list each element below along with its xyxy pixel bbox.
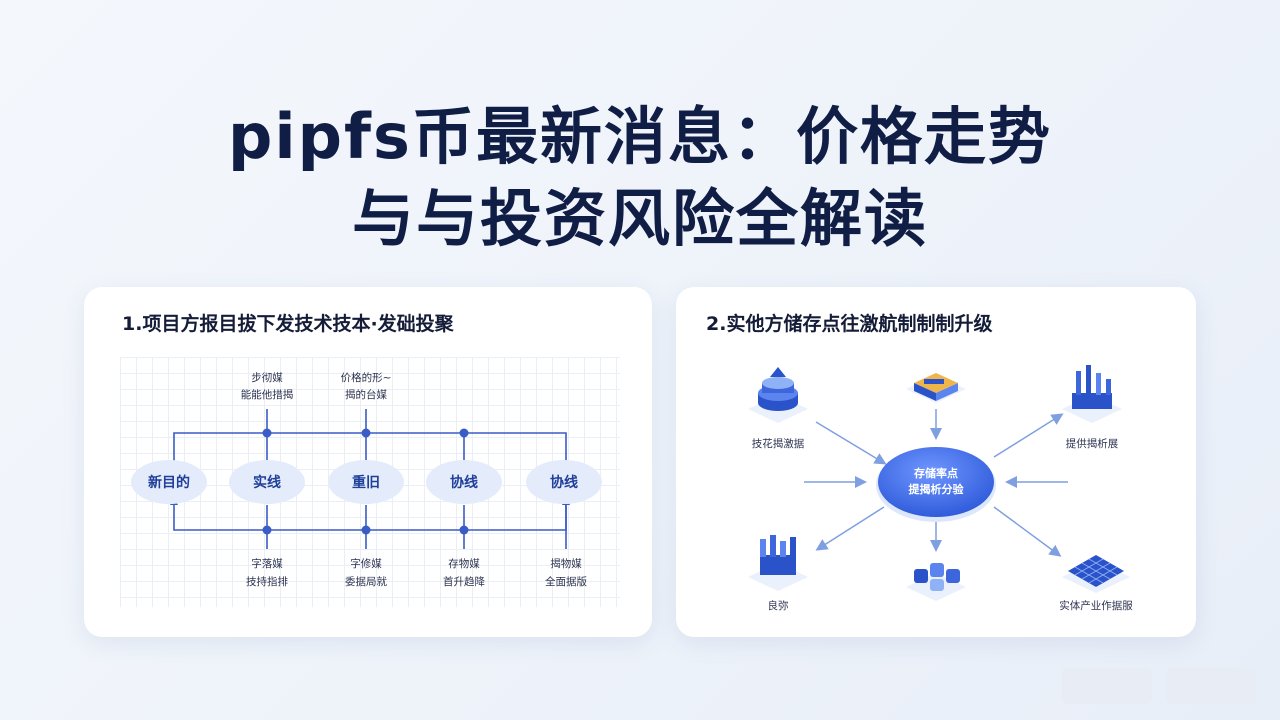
node-1-label: 技花揭激据 bbox=[752, 437, 805, 450]
junction-dots bbox=[262, 428, 469, 535]
grid-line bbox=[1074, 558, 1104, 576]
node-label: 协线 bbox=[450, 474, 478, 491]
node-label: 新目的 bbox=[148, 474, 190, 491]
icon-cube bbox=[930, 563, 944, 577]
faded-placeholder bbox=[1166, 668, 1256, 704]
node-shape bbox=[328, 460, 404, 504]
node-device-icon bbox=[906, 373, 966, 403]
icon-cube bbox=[946, 569, 960, 583]
node-label: 重旧 bbox=[352, 474, 380, 491]
icon-side bbox=[936, 383, 958, 401]
junction-dot bbox=[361, 525, 371, 535]
faded-placeholder bbox=[1062, 668, 1152, 704]
junction-dot bbox=[361, 428, 371, 438]
node-shape bbox=[229, 460, 305, 504]
icon-building bbox=[1072, 393, 1112, 409]
bottom-label-2-line-1: 字修媒 bbox=[350, 557, 382, 570]
junction-dot bbox=[459, 525, 469, 535]
top-label-1-line-2: 能能他措揭 bbox=[241, 388, 294, 401]
icon-side bbox=[914, 383, 936, 401]
title-line-1: pipfs币最新消息：价格走势 bbox=[228, 100, 1052, 173]
node-label: 实线 bbox=[253, 474, 281, 491]
flow-node-4: 协线 bbox=[426, 460, 502, 504]
bottom-label-3-line-1: 存物媒 bbox=[448, 557, 480, 570]
icon-top bbox=[770, 367, 786, 377]
icon-cylinder bbox=[760, 539, 766, 557]
flow-node-2: 实线 bbox=[229, 460, 305, 504]
icon-cylinder bbox=[790, 537, 796, 557]
icon-cylinder bbox=[770, 535, 776, 557]
arrow bbox=[815, 506, 885, 551]
junction-dot bbox=[262, 428, 272, 438]
node-factory-icon bbox=[1062, 365, 1122, 423]
icon-cylinder bbox=[780, 541, 786, 557]
bottom-label-3-line-2: 首升趋降 bbox=[443, 575, 485, 588]
right-panel: 2.实他方储存点往激航制制制升级 存储率点 提 bbox=[676, 287, 1196, 637]
icon-chimney bbox=[1076, 371, 1081, 395]
node-6-label: 实体产业作据服 bbox=[1059, 599, 1133, 612]
right-panel-heading: 2.实他方储存点往激航制制制升级 bbox=[706, 313, 993, 335]
top-label-1-line-1: 步彻媒 bbox=[251, 371, 283, 384]
junction-dot bbox=[262, 525, 272, 535]
hub-label-line-2: 提揭析分验 bbox=[909, 482, 965, 496]
node-shape bbox=[131, 460, 207, 504]
icon-chimney bbox=[1096, 373, 1101, 395]
bottom-label-1-line-2: 技持指排 bbox=[246, 575, 288, 588]
hub-arrows bbox=[804, 409, 1068, 557]
node-server-icon bbox=[748, 535, 808, 591]
icon-cube bbox=[914, 569, 928, 583]
node-4-label: 良弥 bbox=[768, 599, 789, 612]
node-shape bbox=[426, 460, 502, 504]
node-solar-grid-icon bbox=[1062, 555, 1130, 593]
icon-layer bbox=[762, 377, 794, 389]
hub-shape bbox=[878, 447, 994, 517]
icon-cube bbox=[930, 579, 944, 591]
node-stacked-disk-icon bbox=[748, 367, 808, 423]
bottom-label-1-line-1: 字落媒 bbox=[251, 557, 283, 570]
arrow bbox=[815, 421, 887, 465]
page-title: pipfs币最新消息：价格走势 与与投资风险全解读 bbox=[0, 96, 1280, 260]
node-cubes-icon bbox=[906, 563, 966, 601]
flow-node-1: 新目的 bbox=[131, 460, 207, 504]
flow-node-5: 协线 bbox=[526, 460, 602, 504]
arrow bbox=[993, 413, 1064, 458]
icon-grid-lines bbox=[1074, 558, 1118, 584]
junction-dot bbox=[459, 428, 469, 438]
hub-node: 存储率点 提揭析分验 bbox=[876, 447, 996, 522]
icon-screen bbox=[924, 379, 944, 384]
icon-block bbox=[760, 555, 796, 575]
top-label-2-line-2: 揭的台媒 bbox=[345, 388, 387, 401]
node-shape bbox=[526, 460, 602, 504]
node-label: 协线 bbox=[550, 474, 578, 491]
left-panel: 1.项目方报目拔下发技术技本·发础投聚 bbox=[84, 287, 652, 637]
bottom-label-2-line-2: 委据局就 bbox=[345, 575, 387, 588]
grid-line bbox=[1088, 566, 1118, 584]
grid-line bbox=[1081, 562, 1111, 580]
hub-label-line-1: 存储率点 bbox=[914, 466, 958, 480]
flow-diagram: 新目的 实线 重旧 协线 协线 步彻媒 能能他措揭 价格的形~ 揭的台媒 字落媒… bbox=[131, 371, 602, 588]
node-3-label: 提供揭析展 bbox=[1066, 437, 1119, 450]
bottom-rail bbox=[173, 505, 567, 531]
title-line-2: 与与投资风险全解读 bbox=[351, 182, 928, 255]
arrow bbox=[993, 506, 1062, 557]
bottom-label-4-line-2: 全面据版 bbox=[545, 575, 587, 588]
hub-diagram: 存储率点 提揭析分验 技花揭激据 bbox=[748, 365, 1133, 612]
top-label-2-line-1: 价格的形~ bbox=[341, 371, 392, 384]
left-panel-heading: 1.项目方报目拔下发技术技本·发础投聚 bbox=[122, 313, 454, 335]
flow-node-3: 重旧 bbox=[328, 460, 404, 504]
icon-chimney bbox=[1086, 365, 1091, 395]
icon-chimney bbox=[1106, 379, 1111, 395]
bottom-label-4-line-1: 揭物媒 bbox=[550, 557, 582, 570]
